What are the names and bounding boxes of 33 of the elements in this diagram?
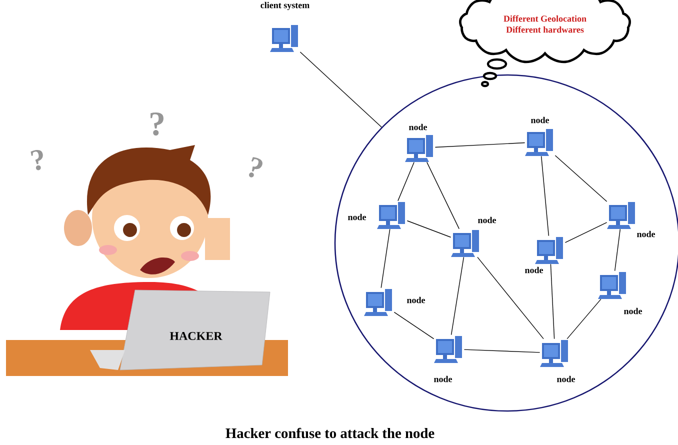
laptop-label: HACKER bbox=[170, 332, 222, 340]
connector-line bbox=[434, 142, 526, 148]
connector-line bbox=[406, 220, 452, 238]
connector-line bbox=[550, 264, 555, 340]
thought-cloud: Different Geolocation Different hardwares bbox=[459, 0, 631, 64]
connector-line bbox=[540, 156, 550, 236]
connector-line bbox=[566, 298, 602, 340]
question-mark: ? bbox=[30, 150, 43, 170]
node-label: node bbox=[624, 308, 642, 314]
node-label: node bbox=[637, 230, 656, 238]
node-label: client system bbox=[260, 2, 310, 10]
connector-line bbox=[380, 228, 390, 288]
question-mark: ? bbox=[249, 157, 262, 178]
question-mark: ? bbox=[150, 112, 164, 136]
connector-line bbox=[398, 162, 414, 202]
connector-line bbox=[300, 52, 382, 128]
node-label: node bbox=[556, 376, 576, 382]
node-label: node bbox=[478, 216, 496, 224]
title: Hacker confuse to attack the node bbox=[226, 428, 434, 438]
node-label: node bbox=[434, 376, 452, 382]
connector-line bbox=[450, 256, 464, 336]
node-label: node bbox=[524, 266, 544, 274]
connector-line bbox=[464, 349, 540, 353]
connector-line bbox=[614, 228, 621, 272]
connector-line bbox=[394, 312, 434, 340]
connector-line bbox=[477, 256, 544, 340]
node-label: node bbox=[408, 124, 428, 130]
node-label: node bbox=[406, 296, 426, 304]
node-label: node bbox=[530, 116, 550, 124]
connector-line bbox=[426, 162, 460, 230]
connector-line bbox=[564, 222, 608, 243]
node-label: node bbox=[348, 214, 366, 220]
connector-line bbox=[554, 155, 608, 202]
